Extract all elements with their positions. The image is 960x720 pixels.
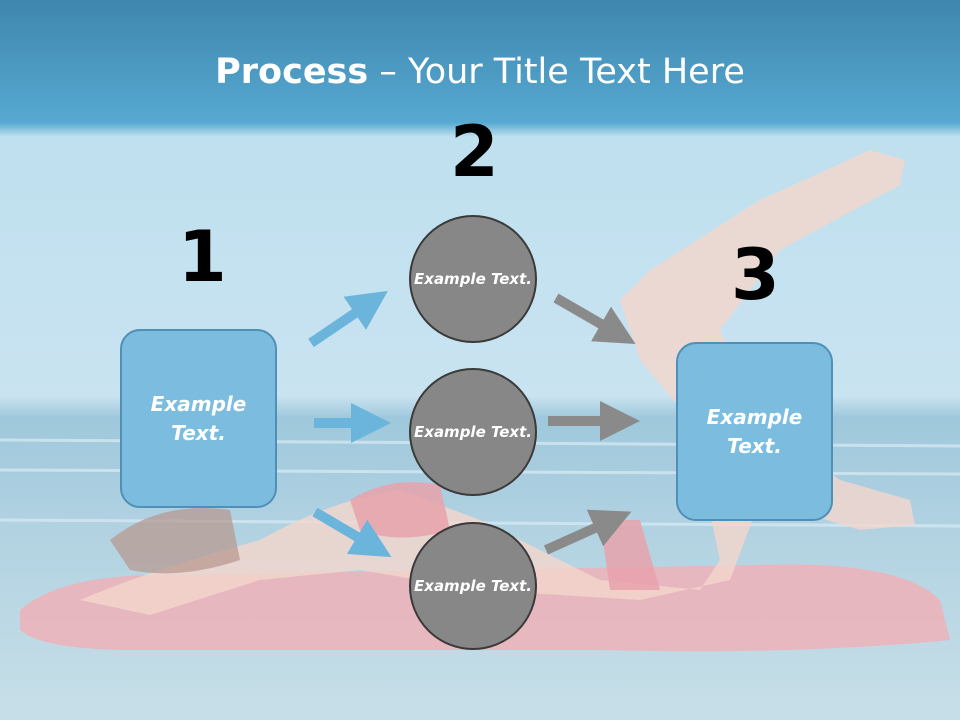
step-1-box: Example Text. xyxy=(120,329,277,508)
step-2-circle-top: Example Text. xyxy=(409,215,537,343)
title-bold: Process xyxy=(215,52,369,92)
arrow-2-top-to-3 xyxy=(553,293,636,345)
slide-title: Process – Your Title Text Here xyxy=(0,52,960,92)
step-number-2: 2 xyxy=(450,111,499,193)
step-2-circle-middle: Example Text. xyxy=(409,368,537,496)
arrow-1-to-2-top xyxy=(308,290,388,348)
title-rest: – Your Title Text Here xyxy=(368,52,745,92)
arrow-2-bottom-to-3 xyxy=(543,509,632,555)
arrow-1-to-2-bottom xyxy=(312,507,392,558)
step-3-box: Example Text. xyxy=(676,342,833,521)
step-number-1: 1 xyxy=(178,216,227,298)
step-number-3: 3 xyxy=(731,234,780,316)
step-2-circle-bottom: Example Text. xyxy=(409,522,537,650)
